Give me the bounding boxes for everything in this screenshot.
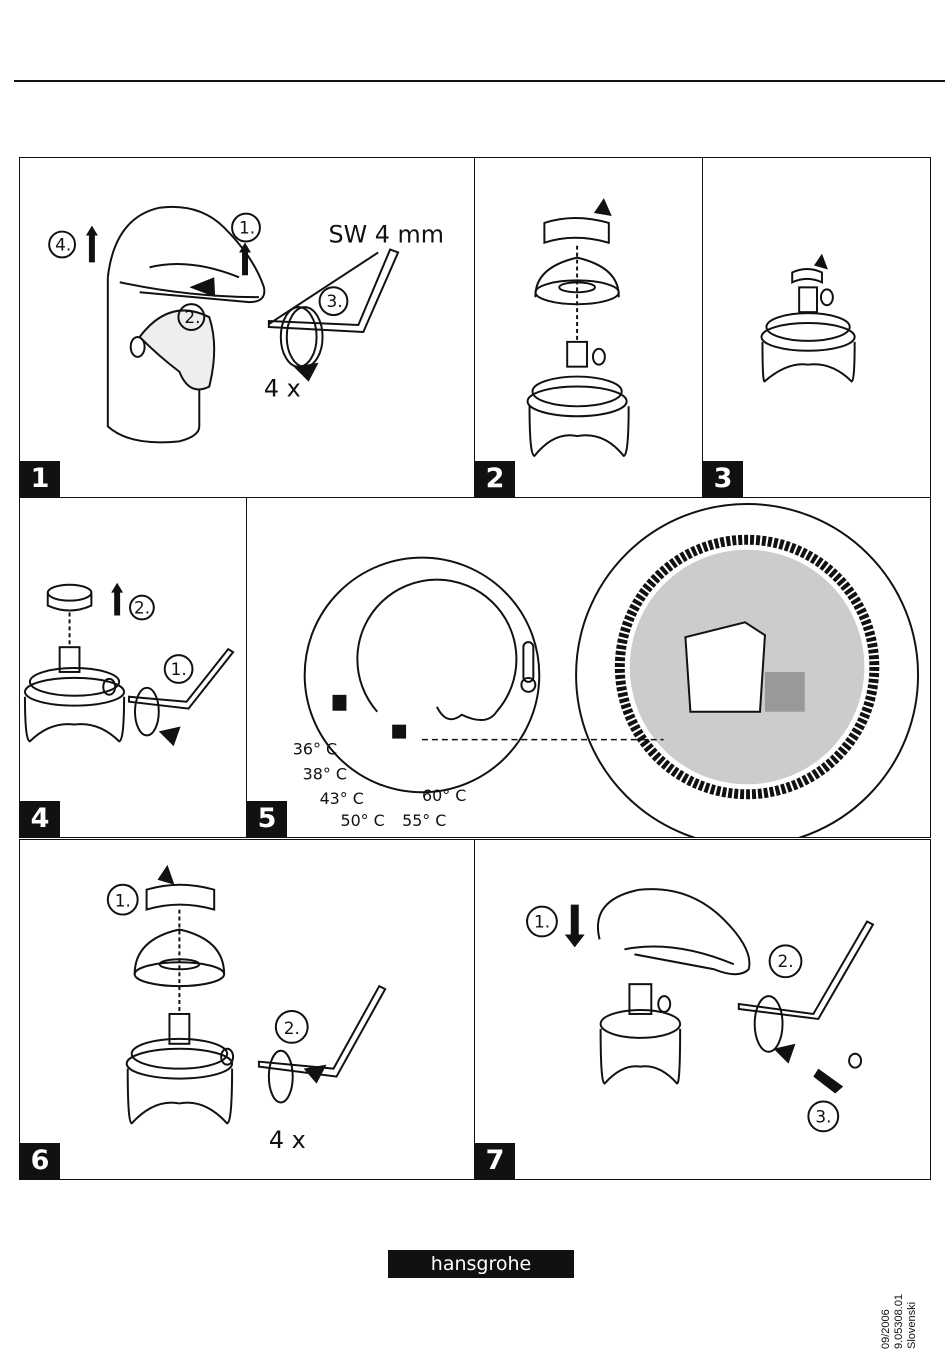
wrench-size-label: SW 4 mm [329, 221, 444, 249]
panel-number-badge: 7 [475, 1143, 515, 1179]
panel-7-illustration: 1. 2. 3. [475, 840, 930, 1179]
panel-number-badge: 6 [20, 1143, 60, 1179]
panel-4-illustration: 1. 2. [20, 498, 247, 837]
panel-4: 1. 2. 4 [19, 497, 248, 838]
temp-label-55: 55° C [402, 811, 446, 830]
panel-number-badge: 1 [20, 461, 60, 497]
repeat-label: 4 x [269, 1126, 306, 1154]
panel-3-illustration [703, 158, 930, 497]
panel-1-illustration: 4. 1. 2. 3. SW 4 mm 4 x [20, 158, 474, 497]
panel-number-badge: 5 [247, 801, 287, 837]
footer-language: Slovenski [906, 1294, 919, 1349]
step-1-label: 1. [534, 911, 550, 931]
panel-5-illustration: 36° C 38° C 43° C 50° C 55° C 60° C [247, 498, 930, 837]
step-1-label: 1. [115, 891, 131, 911]
panel-3: 3 [702, 157, 931, 498]
panel-2: 2 [474, 157, 704, 498]
temp-label-36: 36° C [293, 739, 337, 758]
temp-label-60: 60° C [422, 786, 466, 805]
step-2-label: 2. [184, 307, 200, 327]
panel-1: 4. 1. 2. 3. SW 4 mm 4 x 1 [19, 157, 475, 498]
step-1-label: 1. [171, 659, 187, 679]
footer-doc-number: 9.05308.01 [893, 1294, 906, 1349]
panel-5: 36° C 38° C 43° C 50° C 55° C 60° C 5 [246, 497, 931, 838]
panel-6: 1. 2. 4 x 6 [19, 839, 475, 1180]
panel-number-badge: 2 [475, 461, 515, 497]
panel-6-illustration: 1. 2. 4 x [20, 840, 474, 1179]
temp-label-38: 38° C [303, 764, 347, 783]
step-3-label: 3. [327, 291, 343, 311]
panel-number-badge: 3 [703, 461, 743, 497]
hansgrohe-logo: hansgrohe [388, 1250, 574, 1278]
document-footer: 09/2006 9.05308.01 Slovenski [880, 1294, 919, 1349]
temp-label-50: 50° C [340, 811, 384, 830]
step-3-label: 3. [815, 1106, 831, 1126]
panel-number-badge: 4 [20, 801, 60, 837]
step-2-label: 2. [284, 1018, 300, 1038]
panel-2-illustration [475, 158, 703, 497]
step-1-label: 1. [239, 218, 255, 238]
footer-date: 09/2006 [880, 1294, 893, 1349]
panel-7: 1. 2. 3. 7 [474, 839, 931, 1180]
top-rule [14, 80, 945, 82]
step-2-label: 2. [778, 951, 794, 971]
step-2-label: 2. [134, 597, 150, 617]
step-4-label: 4. [55, 234, 71, 254]
temp-label-43: 43° C [320, 789, 364, 808]
repeat-label: 4 x [264, 375, 301, 403]
